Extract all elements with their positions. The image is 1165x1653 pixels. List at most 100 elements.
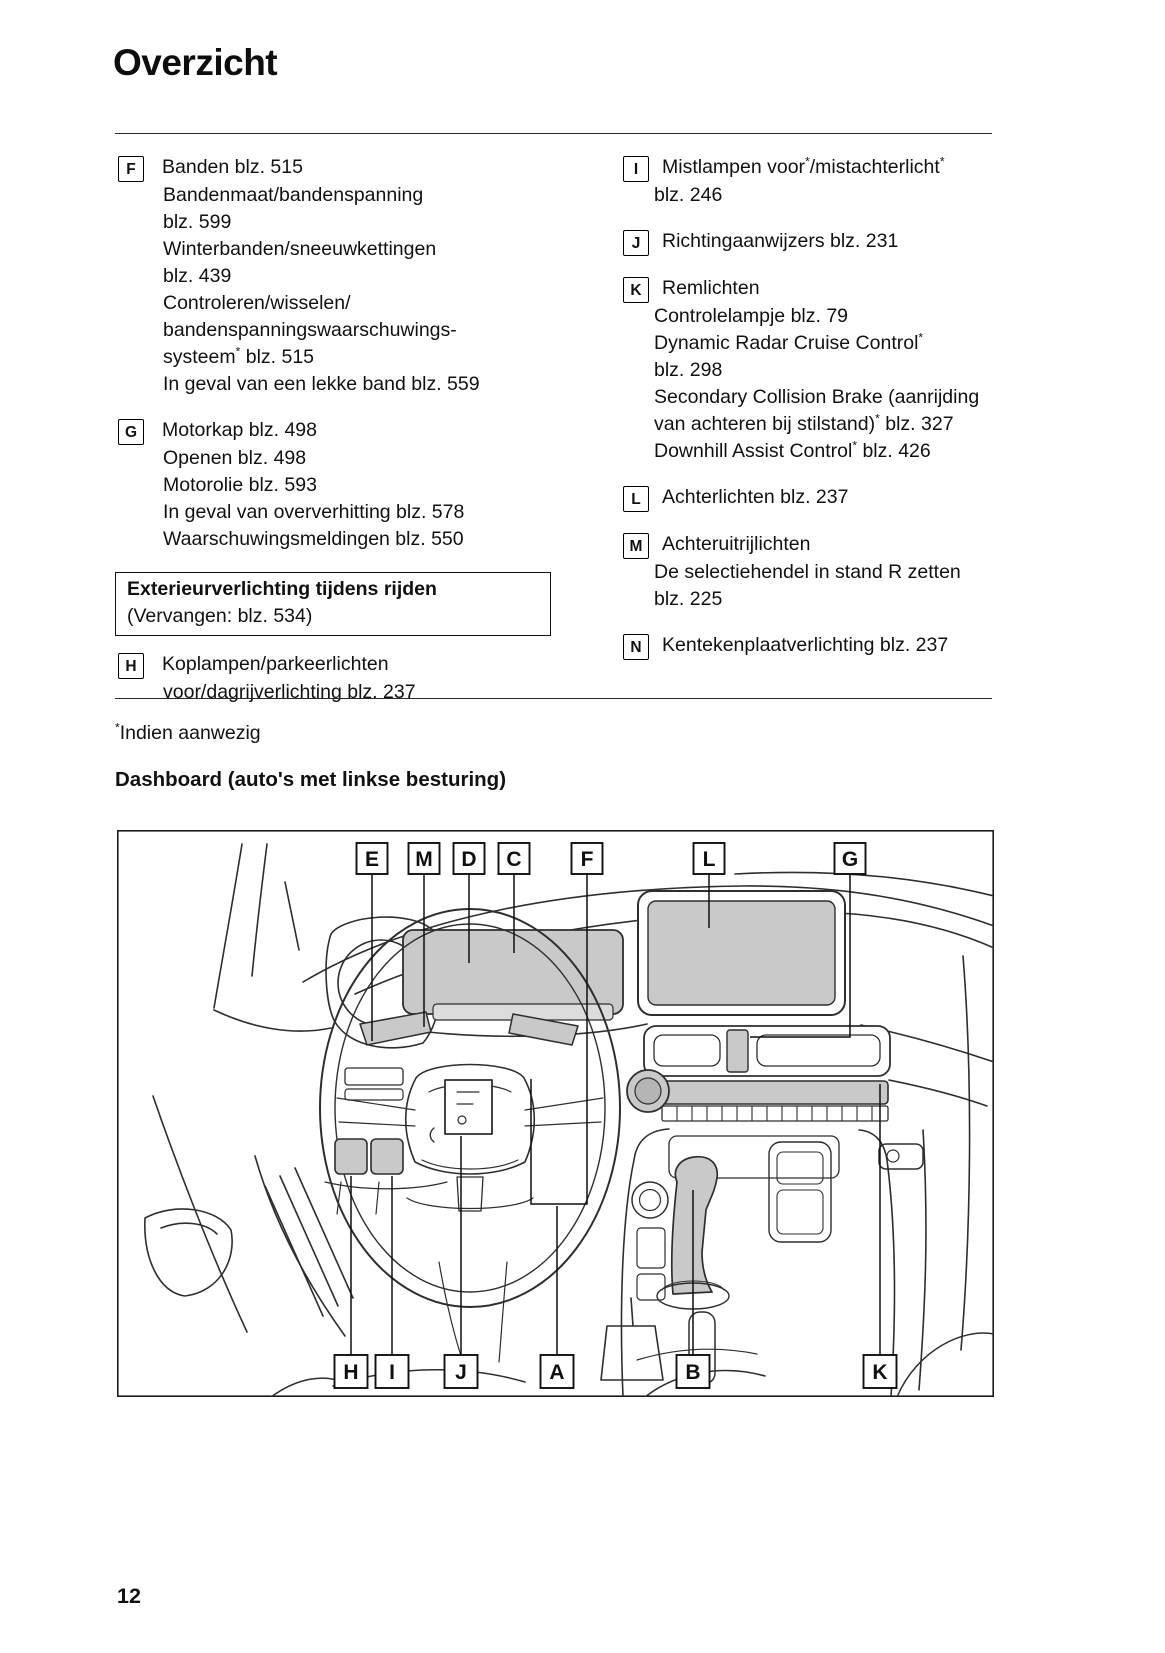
- index-line: De selectiehendel in stand R zetten: [654, 561, 961, 583]
- index-line: Dynamic Radar Cruise Control*: [654, 330, 924, 354]
- callout-title: Exterieurverlichting tijdens rijden: [127, 578, 437, 600]
- leader-line-G: [750, 875, 851, 1038]
- index-line: Controlelampje blz. 79: [654, 305, 849, 327]
- index-line: systeem* blz. 515: [163, 344, 315, 368]
- divider-middle: [115, 698, 992, 699]
- callout-subtitle: (Vervangen: blz. 534): [127, 605, 313, 627]
- index-letter-badge-L: L: [623, 486, 649, 512]
- divider-top: [115, 133, 992, 134]
- index-letter-badge-N: N: [623, 634, 649, 660]
- svg-text:M: M: [415, 848, 433, 871]
- index-line: Winterbanden/sneeuwkettingen: [163, 238, 437, 260]
- instrument-cluster: [388, 929, 648, 1038]
- index-line: van achteren bij stilstand)* blz. 327: [654, 411, 954, 435]
- index-letter-badge-H: H: [118, 653, 144, 679]
- index-section-I: I Mistlampen voor*/mistachterlicht* blz. 2…: [620, 154, 1005, 209]
- index-line: Remlichten: [662, 277, 760, 299]
- svg-text:G: G: [842, 848, 858, 871]
- index-letter-badge-K: K: [623, 277, 649, 303]
- index-line: blz. 599: [163, 211, 232, 233]
- diagram-label-D: D: [452, 842, 486, 875]
- index-letter-badge-G: G: [118, 419, 144, 445]
- index-line: Achterlichten blz. 237: [662, 486, 849, 508]
- dashboard-heading: Dashboard (auto's met linkse besturing): [115, 768, 507, 791]
- page-number: 12: [117, 1584, 141, 1608]
- diagram-label-M: M: [407, 842, 441, 875]
- index-line: In geval van oververhitting blz. 578: [163, 501, 465, 523]
- index-line: Openen blz. 498: [163, 447, 307, 469]
- diagram-label-C: C: [497, 842, 531, 875]
- index-line: blz. 246: [654, 184, 723, 206]
- driver-door-panel: [144, 1095, 354, 1337]
- index-letter-badge-M: M: [623, 533, 649, 559]
- index-line: Downhill Assist Control* blz. 426: [654, 438, 931, 462]
- touchscreen-display: [637, 890, 846, 1016]
- index-line: Kentekenplaatverlichting blz. 237: [662, 634, 949, 656]
- leader-line-F: [530, 875, 588, 1205]
- center-console: [620, 1128, 896, 1397]
- index-section-L: L Achterlichten blz. 237: [620, 484, 1005, 512]
- index-letter-badge-F: F: [118, 156, 144, 182]
- svg-text:J: J: [455, 1361, 467, 1384]
- page-title: Overzicht: [113, 42, 278, 83]
- index-line: Banden blz. 515: [162, 156, 303, 178]
- svg-text:A: A: [549, 1361, 564, 1384]
- a-pillar-and-window: [213, 843, 443, 1049]
- start-button: [626, 1069, 670, 1113]
- diagram-label-K: K: [862, 1354, 898, 1389]
- footnote-asterisk: *: [115, 720, 120, 735]
- svg-text:F: F: [581, 848, 594, 871]
- diagram-label-H: H: [333, 1354, 369, 1389]
- diagram-label-A: A: [539, 1354, 575, 1389]
- door-handle: [878, 1143, 924, 1170]
- svg-text:K: K: [872, 1361, 887, 1384]
- svg-text:B: B: [685, 1361, 700, 1384]
- footnote: *Indien aanwezig: [115, 720, 261, 745]
- index-line: Motorkap blz. 498: [162, 419, 318, 441]
- index-line: blz. 298: [654, 359, 723, 381]
- diagram-label-E: E: [355, 842, 389, 875]
- index-line: Achteruitrijlichten: [662, 533, 811, 555]
- footnote-text: Indien aanwezig: [119, 722, 261, 744]
- index-line: Richtingaanwijzers blz. 231: [662, 230, 899, 252]
- exterior-lighting-callout: Exterieurverlichting tijdens rijden (Verv…: [115, 572, 551, 636]
- index-section-N: N Kentekenplaatverlichting blz. 237: [620, 632, 1005, 660]
- svg-text:D: D: [461, 848, 476, 871]
- svg-text:E: E: [365, 848, 379, 871]
- index-section-H: H Koplampen/parkeerlichten voor/dagrijverl…: [115, 651, 575, 706]
- index-line: Motorolie blz. 593: [163, 474, 317, 496]
- diagram-label-G: G: [833, 842, 867, 875]
- svg-text:I: I: [389, 1361, 395, 1384]
- index-line: voor/dagrijverlichting blz. 237: [163, 681, 416, 703]
- index-line: blz. 439: [163, 265, 232, 287]
- column-switch-inset: [429, 1079, 493, 1143]
- index-letter-badge-I: I: [623, 156, 649, 182]
- diagram-label-F: F: [570, 842, 604, 875]
- steering-stalks: [359, 1011, 579, 1046]
- switch-buttons: [324, 1138, 448, 1215]
- index-line: Secondary Collision Brake (aanrijding: [654, 386, 980, 408]
- index-line: Mistlampen voor*/mistachterlicht*: [662, 154, 945, 178]
- index-line: Waarschuwingsmeldingen blz. 550: [163, 528, 464, 550]
- index-section-M: M Achteruitrijlichten De selectiehendel in…: [620, 531, 1005, 613]
- steering-wheel: [319, 908, 621, 1363]
- index-line: In geval van een lekke band blz. 559: [163, 373, 480, 395]
- diagram-label-L: L: [692, 842, 726, 875]
- index-line: bandenspanningswaarschuwings-: [163, 319, 457, 341]
- climate-controls: [661, 1080, 889, 1122]
- svg-text:L: L: [703, 848, 716, 871]
- diagram-label-B: B: [675, 1354, 711, 1389]
- index-line: Koplampen/parkeerlichten: [162, 653, 389, 675]
- index-section-J: J Richtingaanwijzers blz. 231: [620, 228, 1005, 256]
- dashboard-diagram: E M D C F L G HI J A B K: [117, 830, 994, 1397]
- svg-text:C: C: [506, 848, 521, 871]
- index-letter-badge-J: J: [623, 230, 649, 256]
- index-column-right: I Mistlampen voor*/mistachterlicht* blz. 2…: [620, 148, 1005, 679]
- index-line: Controleren/wisselen/: [163, 292, 351, 314]
- index-line: Bandenmaat/bandenspanning: [163, 184, 424, 206]
